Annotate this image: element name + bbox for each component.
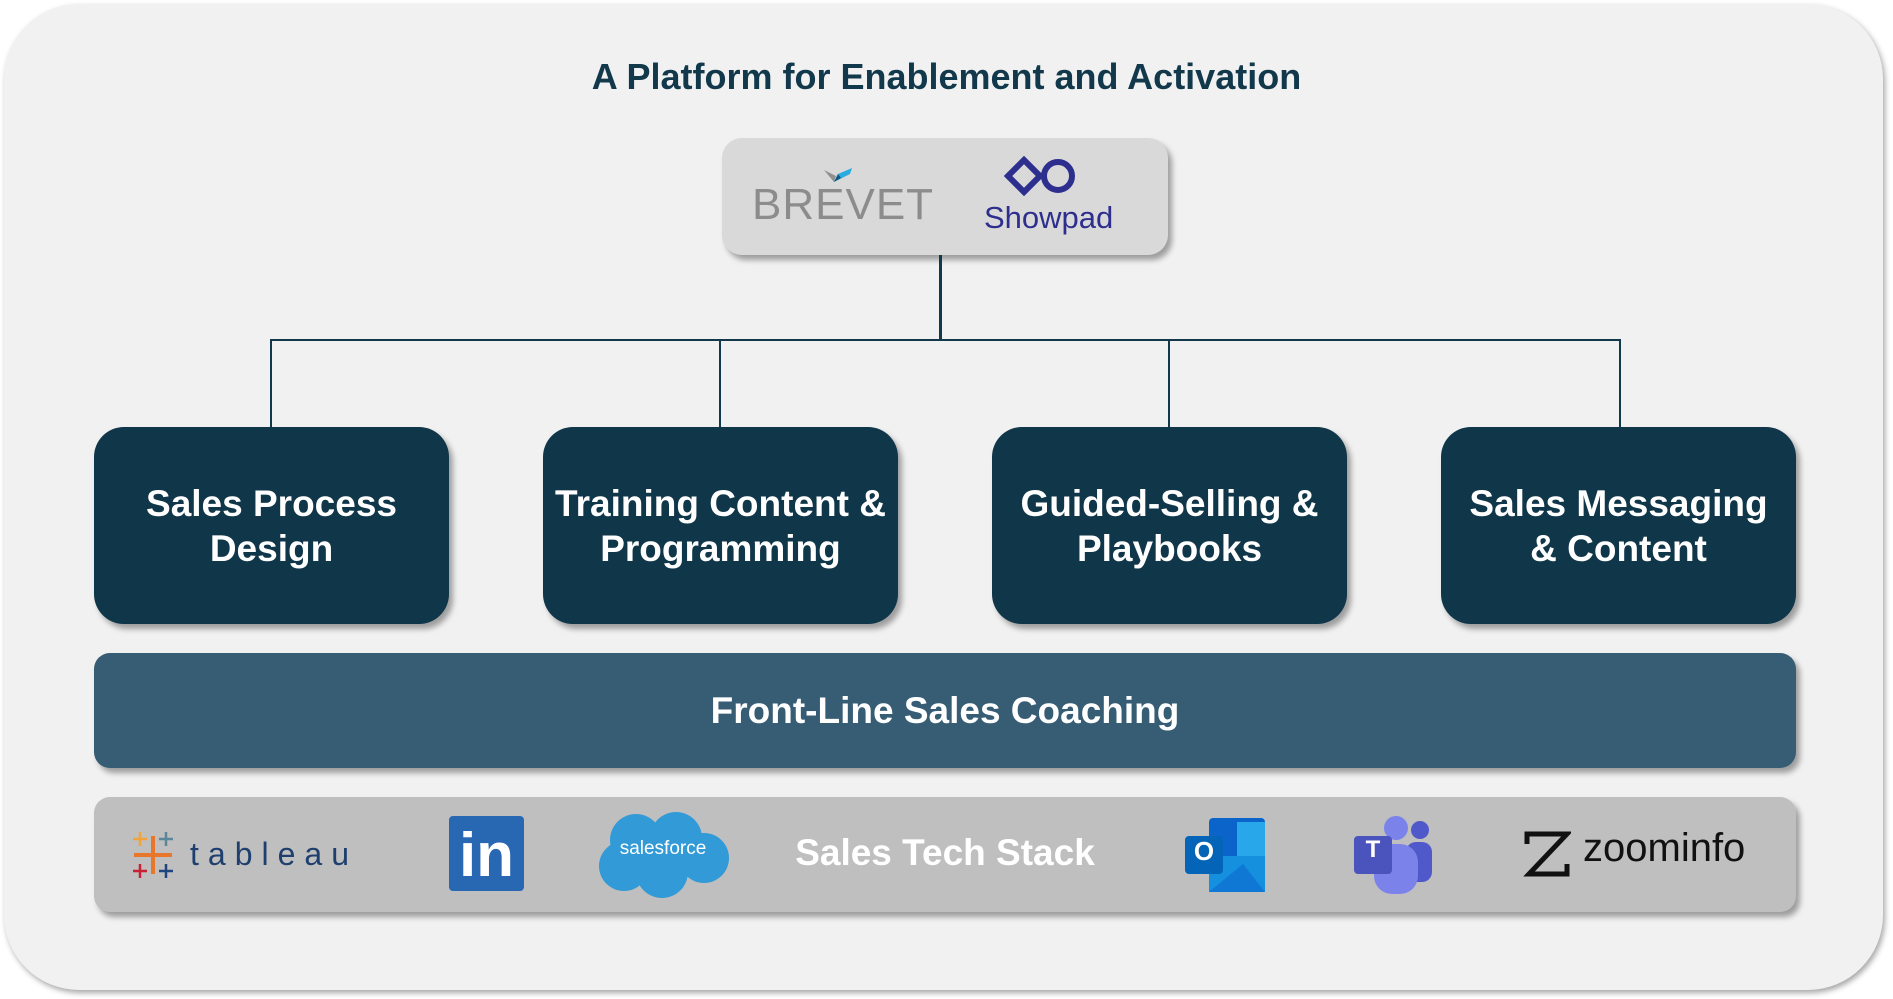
platform-logo-box: BREVET Showpad <box>722 138 1168 255</box>
salesforce-cloud-icon <box>599 812 729 898</box>
connector-drop <box>1619 339 1621 427</box>
connector-trunk <box>939 255 942 341</box>
pillar-guided-selling: Guided-Selling & Playbooks <box>992 427 1347 624</box>
teams-icon <box>1354 816 1432 894</box>
tech-stack-label: Sales Tech Stack <box>795 832 1095 873</box>
tableau-cross-icon <box>133 832 173 878</box>
outlook-icon <box>1185 818 1265 892</box>
salesforce-logo: salesforce <box>619 838 707 859</box>
pillar-sales-process-design: Sales Process Design <box>94 427 449 624</box>
brevet-logo: BREVET <box>752 180 935 229</box>
zoominfo-logo: zoominfo <box>1583 826 1746 870</box>
connector-bar <box>270 339 1621 341</box>
pillar-sales-messaging: Sales Messaging & Content <box>1441 427 1796 624</box>
outlook-logo: O <box>1193 836 1215 866</box>
connector-drop <box>270 339 272 427</box>
brevet-check-icon <box>824 168 852 182</box>
connector-drop <box>1168 339 1170 427</box>
tableau-logo: tableau <box>190 836 358 872</box>
teams-logo: T <box>1365 836 1381 863</box>
pillar-training-content: Training Content & Programming <box>543 427 898 624</box>
showpad-logo: Showpad <box>984 200 1114 235</box>
linkedin-logo: in <box>449 816 524 891</box>
showpad-mark-icon <box>1004 156 1075 196</box>
zoominfo-z-icon <box>1523 831 1571 877</box>
front-line-coaching-bar: Front-Line Sales Coaching <box>94 653 1796 768</box>
connector-drop <box>719 339 721 427</box>
tech-stack-bar <box>94 797 1796 912</box>
diagram-title: A Platform for Enablement and Activation <box>591 56 1302 97</box>
